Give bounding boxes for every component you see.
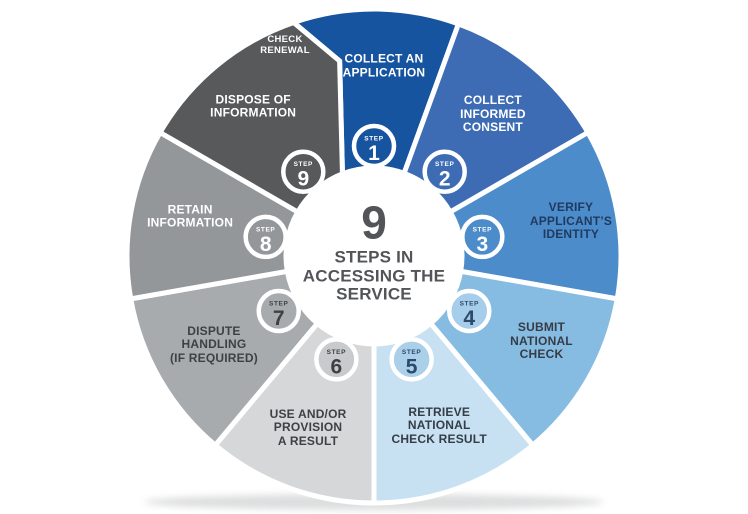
step-number-9: 9: [297, 168, 309, 191]
step-badge-circle-6: [314, 337, 359, 382]
step-badge-circle-9: [281, 149, 326, 194]
step-word-8: STEP: [256, 226, 275, 233]
segment-step-3: [446, 129, 624, 302]
step-badge-circle-3: [460, 214, 505, 260]
segment-label-9: DISPOSE OF INFORMATION: [210, 92, 297, 120]
step-word-5: STEP: [402, 349, 421, 356]
step-number-4: 4: [463, 307, 475, 330]
step-badge-circle-4: [447, 288, 492, 334]
segment-label-5: RETRIEVE NATIONAL CHECK RESULT: [391, 404, 487, 446]
check-renewal-label: CHECK RENEWAL: [260, 33, 310, 56]
step-number-1: 1: [368, 142, 380, 165]
step-badge-circle-7: [256, 288, 301, 334]
step-number-2: 2: [439, 168, 451, 191]
segment-label-8: RETAIN INFORMATION: [147, 202, 234, 230]
segment-label-4: SUBMIT NATIONAL CHECK: [510, 320, 573, 362]
step-word-9: STEP: [294, 161, 313, 168]
segment-label-3: VERIFY APPLICANT’S IDENTITY: [529, 200, 613, 241]
step-badge-circle-8: [243, 214, 288, 260]
step-badge-circle-5: [389, 337, 434, 382]
step-word-6: STEP: [327, 349, 346, 356]
center-number: 9: [361, 196, 387, 249]
step-number-6: 6: [331, 355, 343, 378]
center-caption: STEPS IN ACCESSING THE SERVICE: [302, 247, 446, 304]
step-number-3: 3: [476, 233, 488, 256]
step-word-7: STEP: [269, 301, 288, 308]
segment-label-7: DISPUTE HANDLING (IF REQUIRED): [169, 323, 258, 365]
step-word-4: STEP: [460, 301, 479, 308]
step-word-1: STEP: [364, 136, 383, 143]
segment-label-1: COLLECT AN APPLICATION: [342, 51, 426, 80]
step-badge-circle-2: [422, 149, 467, 194]
step-number-5: 5: [406, 355, 418, 378]
segment-label-2: COLLECT INFORMED CONSENT: [460, 93, 526, 134]
segment-step-8: [124, 129, 302, 302]
step-badge-circle-1: [351, 123, 397, 169]
step-number-8: 8: [260, 233, 272, 256]
segment-label-6: USE AND/OR PROVISION A RESULT: [269, 406, 347, 448]
step-word-2: STEP: [435, 161, 454, 168]
step-word-3: STEP: [473, 226, 492, 233]
center-title: 9 STEPS IN ACCESSING THE SERVICE: [269, 199, 479, 304]
step-number-7: 7: [273, 307, 285, 330]
